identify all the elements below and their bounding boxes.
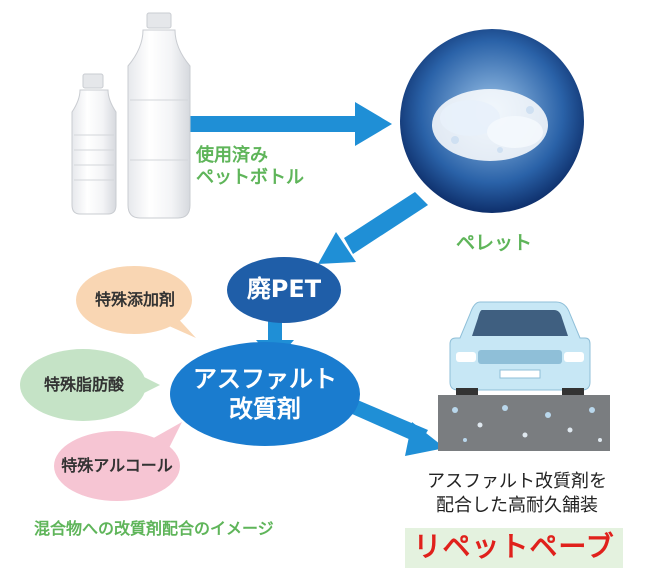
- bottle-label: 使用済み ペットボトル: [196, 145, 304, 189]
- waste-pet-oval: [227, 257, 341, 323]
- bottle-label-line2: ペットボトル: [196, 167, 304, 188]
- modifier-oval: [170, 342, 360, 446]
- bottles-image: [71, 12, 191, 219]
- bottle-label-line1: 使用済み: [196, 145, 268, 166]
- waste-pet-label: 廃PET: [246, 275, 322, 303]
- modifier-label-line1: アスファルト: [193, 365, 337, 393]
- bubble-additive-3: [54, 422, 182, 501]
- arrow-to-pellets: [185, 102, 392, 146]
- arrow-to-waste-pet: [318, 192, 428, 264]
- pavement-description: アスファルト改質剤を 配合した高耐久舗装: [398, 470, 636, 518]
- mix-caption: 混合物への改質剤配合のイメージ: [34, 519, 274, 538]
- modifier-label-line2: 改質剤: [229, 395, 301, 423]
- additive-1-label: 特殊添加剤: [94, 290, 175, 309]
- car-image: [449, 301, 591, 396]
- pellets-image: [400, 29, 584, 213]
- pellet-label: ペレット: [456, 232, 533, 254]
- bubble-additive-2: [20, 349, 160, 421]
- additive-3-label: 特殊アルコール: [61, 456, 173, 475]
- modifier-label: アスファルト 改質剤: [170, 364, 360, 424]
- pavement-image: [438, 395, 610, 451]
- additive-2-label: 特殊脂肪酸: [43, 375, 124, 394]
- bubble-additive-1: [76, 266, 196, 338]
- pavement-description-line1: アスファルト改質剤を: [427, 471, 607, 492]
- pavement-description-line2: 配合した高耐久舗装: [436, 495, 598, 516]
- product-name: リペットペーブ: [405, 528, 623, 568]
